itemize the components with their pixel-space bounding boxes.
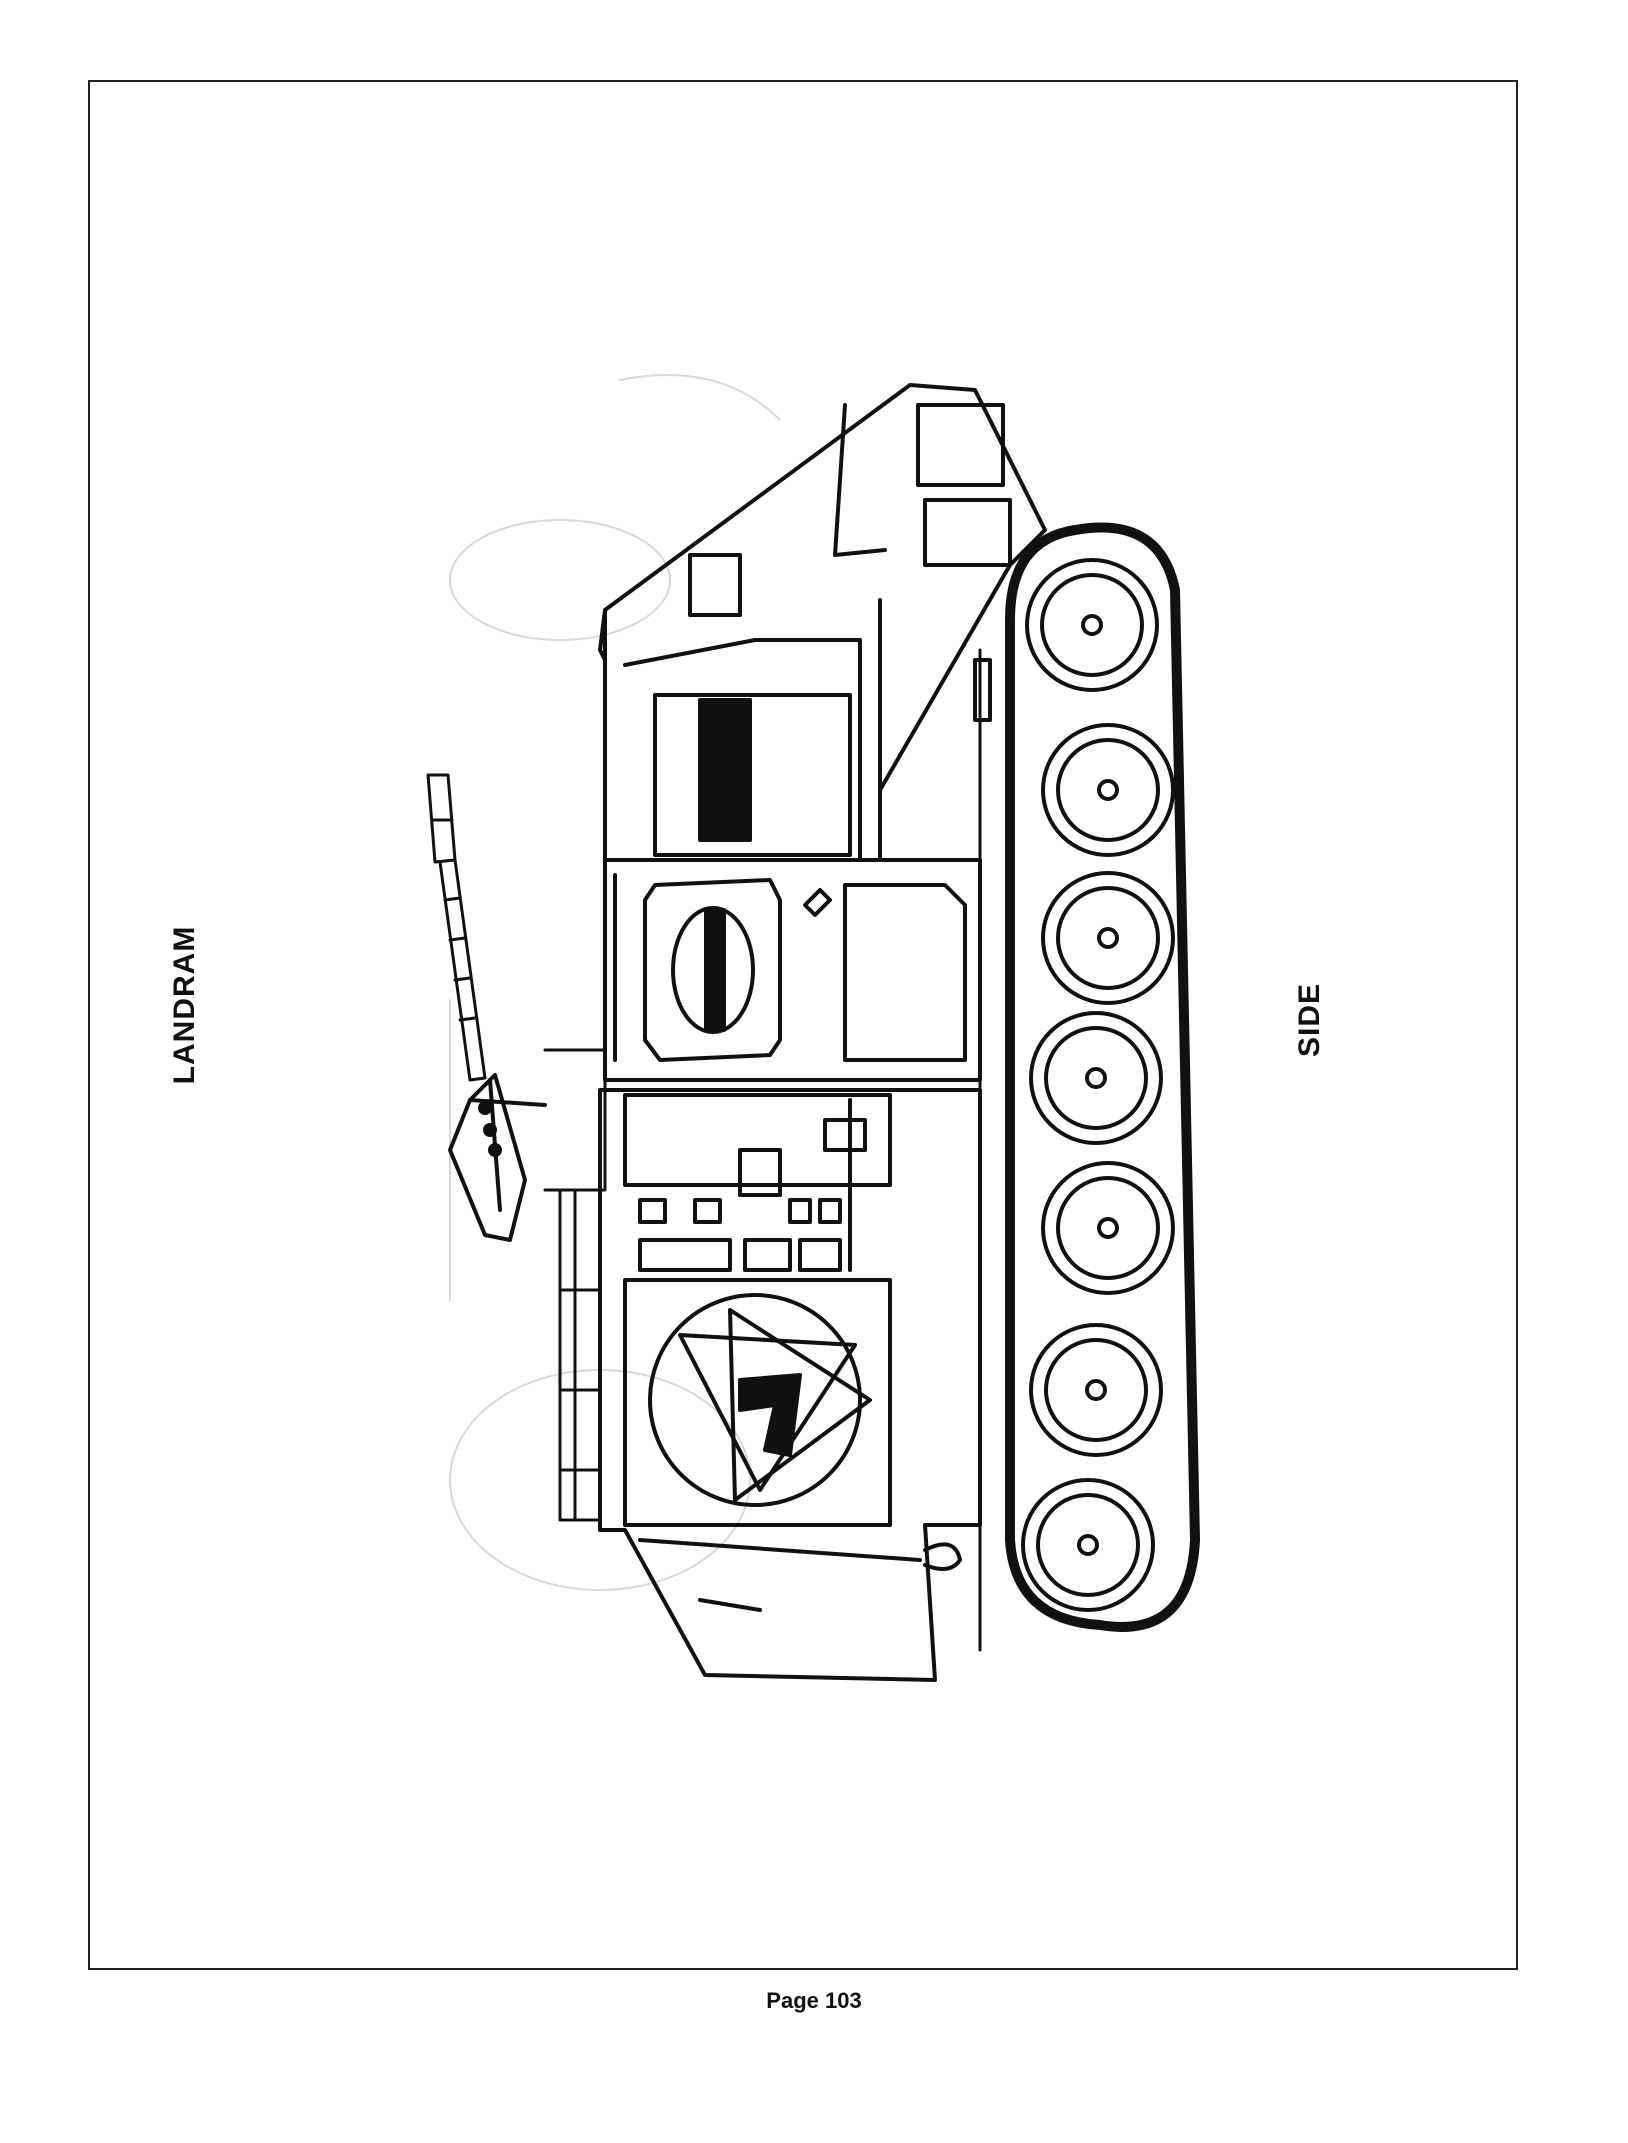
track-outline [1005,522,1200,1632]
view-label: SIDE [1293,982,1326,1058]
upper-hull [598,383,1047,862]
page-number: Page 103 [766,1988,862,2013]
vehicle-name-label: LANDRAM [168,925,201,1085]
road-wheels [1021,558,1175,1612]
lower-hull [598,1088,982,1682]
machine-gun-barrel [426,773,487,1082]
middle-hull [603,858,982,1082]
side-rail [543,1048,607,1522]
page-border [88,80,1518,1970]
gun-mount [448,1073,547,1242]
